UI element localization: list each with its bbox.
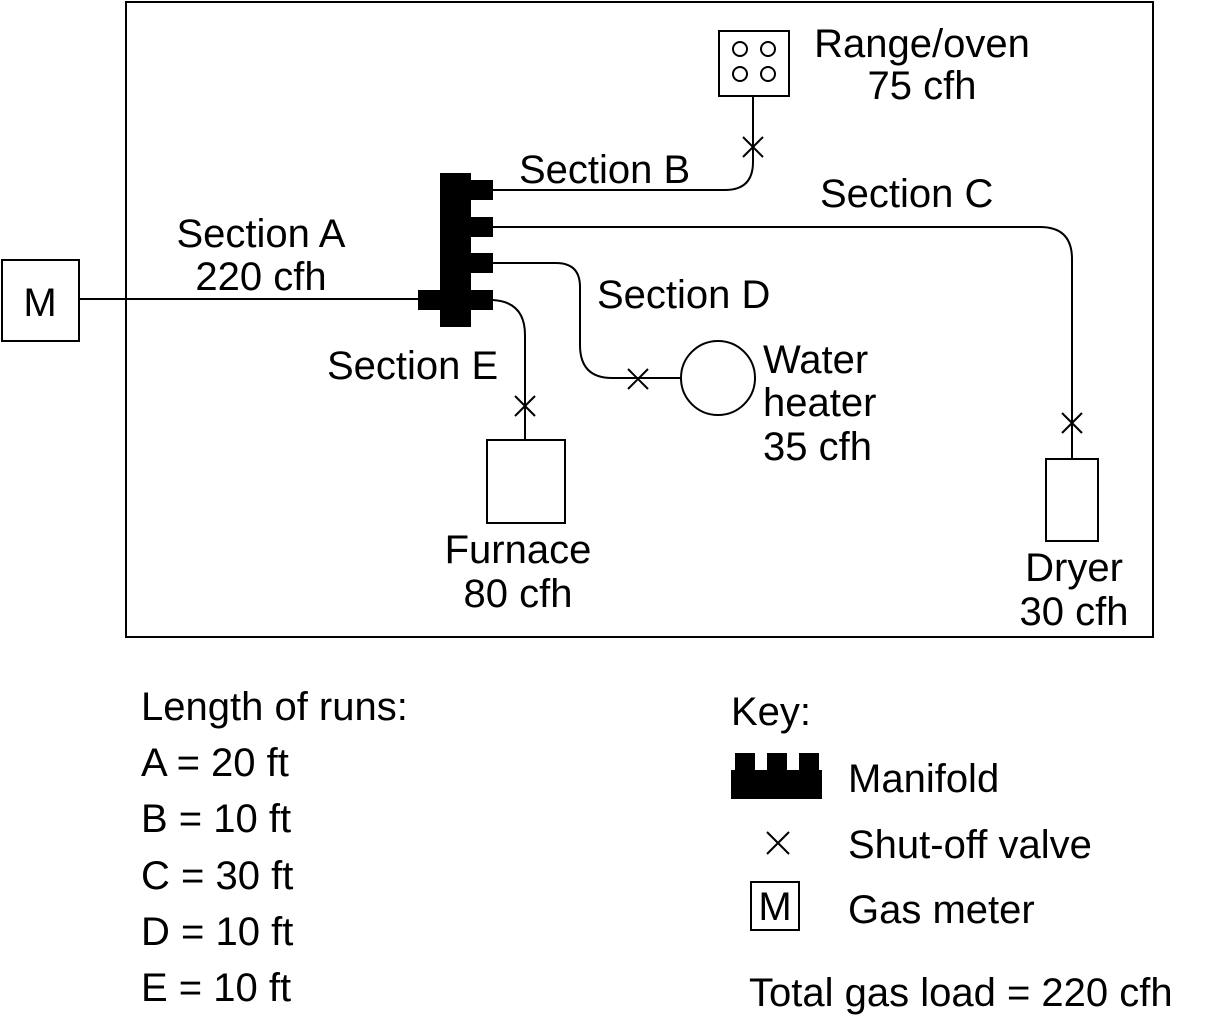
water-heater-name-1: Water — [763, 338, 868, 382]
furnace — [486, 439, 566, 524]
section-e-label: Section E — [327, 344, 498, 388]
key-valve-label: Shut-off valve — [848, 823, 1092, 867]
run-item: E = 10 ft — [141, 966, 291, 1010]
valve-icon — [627, 368, 649, 390]
dryer — [1045, 458, 1099, 542]
valve-icon — [514, 395, 536, 417]
key-meter-icon: M — [750, 881, 800, 931]
section-b-label: Section B — [519, 148, 690, 192]
pipe-section-b — [493, 96, 754, 191]
section-a-load: 220 cfh — [195, 255, 326, 299]
pipe-section-c — [493, 226, 1073, 459]
run-item: D = 10 ft — [141, 910, 293, 954]
run-item: B = 10 ft — [141, 797, 291, 841]
water-heater — [680, 340, 756, 416]
section-d-label: Section D — [597, 273, 770, 317]
runs-title: Length of runs: — [141, 685, 408, 729]
key-manifold-icon — [731, 753, 822, 799]
water-heater-name-2: heater — [763, 381, 876, 425]
manifold — [418, 173, 493, 327]
pipe-section-e — [492, 299, 526, 440]
section-a-label: Section A — [176, 212, 345, 256]
furnace-load: 80 cfh — [464, 572, 573, 616]
dryer-name: Dryer — [1025, 546, 1123, 590]
run-item: C = 30 ft — [141, 854, 293, 898]
pipe-section-d — [493, 262, 680, 379]
dryer-load: 30 cfh — [1020, 590, 1129, 634]
key-valve-icon — [766, 831, 790, 855]
furnace-name: Furnace — [445, 528, 592, 572]
gas-meter-symbol: M — [23, 281, 56, 325]
valve-icon — [1061, 412, 1083, 434]
house-outline — [125, 1, 1154, 638]
gas-meter: M — [1, 259, 80, 342]
run-item: A = 20 ft — [141, 741, 289, 785]
water-heater-load: 35 cfh — [763, 425, 872, 469]
key-meter-symbol: M — [758, 885, 791, 929]
key-manifold-label: Manifold — [848, 757, 999, 801]
key-title: Key: — [731, 690, 811, 734]
range-oven-name: Range/oven — [814, 22, 1030, 66]
valve-icon — [742, 136, 764, 158]
range-oven — [718, 30, 790, 97]
key-meter-label: Gas meter — [848, 888, 1035, 932]
total-gas-load: Total gas load = 220 cfh — [749, 971, 1173, 1015]
range-oven-load: 75 cfh — [868, 64, 977, 108]
section-c-label: Section C — [820, 172, 993, 216]
